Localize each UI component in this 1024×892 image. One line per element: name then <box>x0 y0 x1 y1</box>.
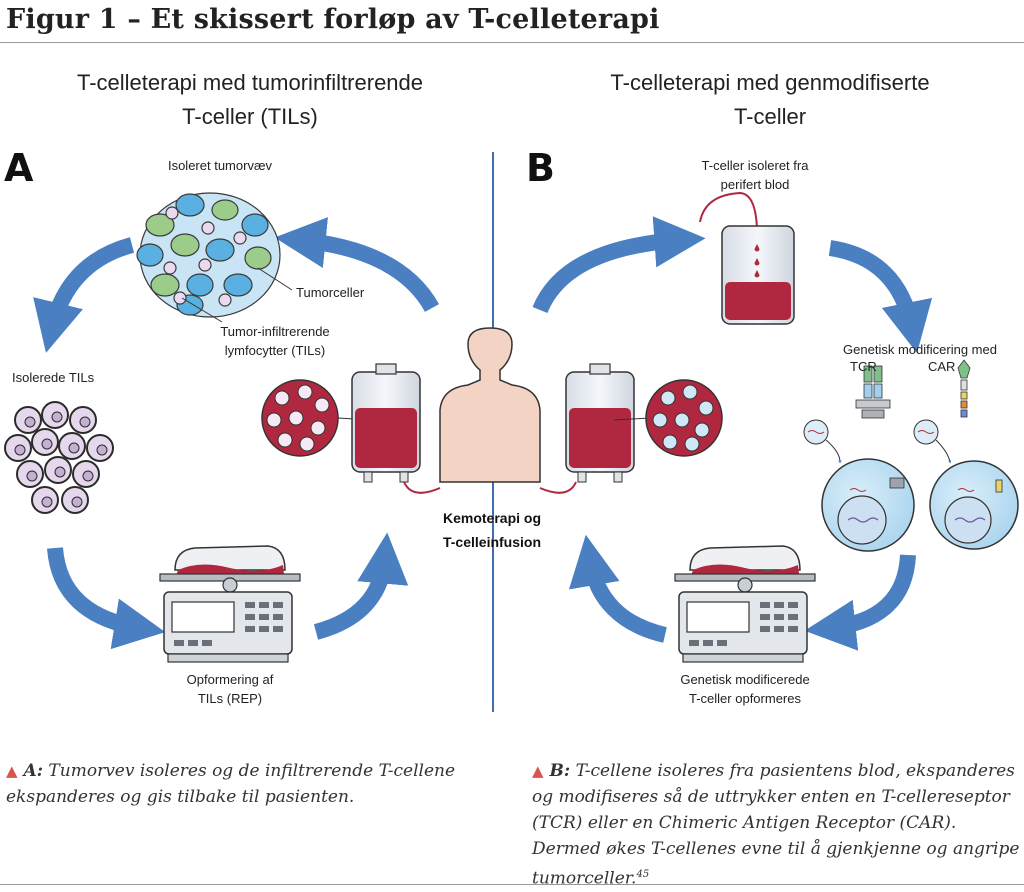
panel-a-letter: A <box>4 146 34 190</box>
label-blood: T-celler isoleret fra perifert blod <box>670 156 840 194</box>
label-blood-line2: perifert blod <box>720 177 790 192</box>
til-pointer <box>181 297 223 323</box>
arrow-rep-to-patient <box>313 532 409 640</box>
blood-collection-bag <box>699 191 795 325</box>
label-tils-line1: Tumor-infiltrerende <box>220 324 330 339</box>
patient-figure <box>439 327 541 483</box>
therapy-diagram <box>4 152 1019 712</box>
rep-device-b <box>674 545 816 663</box>
infusion-bag-b <box>539 363 651 494</box>
title-rule <box>0 42 1024 43</box>
arrow-gen-to-exp <box>804 554 916 651</box>
panel-b-heading-line1: T-celleterapi med genmodifiserte <box>610 70 930 95</box>
label-blood-line1: T-celler isoleret fra <box>701 158 809 173</box>
caption-a: ▲ A: Tumorvev isoleres og de infiltrerend… <box>6 758 486 810</box>
tumor-tissue <box>136 192 281 318</box>
figure-title: Figur 1 – Et skissert forløp av T-cellet… <box>6 4 660 35</box>
bottom-rule <box>0 884 1024 885</box>
tumorcell-pointer <box>257 267 293 291</box>
arrow-blood-to-gen <box>828 240 933 354</box>
viral-vector-car <box>913 419 952 464</box>
rep-device-a <box>159 545 301 663</box>
tumor-cells <box>136 193 272 316</box>
arrow-patient-to-tissue <box>274 217 440 313</box>
caption-b-label: B: <box>549 761 571 781</box>
label-rep: Opformering af TILs (REP) <box>160 670 300 708</box>
label-isolated-tils: Isolerede TILs <box>12 370 95 385</box>
panel-a-heading: T-celleterapi med tumorinfiltrerende T-c… <box>20 66 480 134</box>
arrow-tissue-to-isolated <box>33 237 135 353</box>
label-tumor-tissue: Isoleret tumorvæv <box>167 158 273 173</box>
tcr-receptor <box>855 365 891 419</box>
panel-a-heading-line2: T-celler (TILs) <box>182 104 318 129</box>
arrow-patient-to-blood <box>532 216 706 314</box>
label-tils: Tumor-infiltrerende lymfocytter (TILs) <box>200 322 350 360</box>
center-label-line2: T-celleinfusion <box>442 534 541 550</box>
panel-b-heading: T-celleterapi med genmodifiserte T-celle… <box>540 66 1000 134</box>
modified-tcell-car <box>929 460 1019 550</box>
caption-b-text: T-cellene isoleres fra pasientens blod, … <box>532 761 1020 889</box>
label-tils-line2: lymfocytter (TILs) <box>224 343 326 358</box>
label-tumor-cells: Tumorceller <box>296 285 365 300</box>
modified-blood-magnifier <box>645 379 723 457</box>
center-label: Kemoterapi og T-celleinfusion <box>410 506 574 554</box>
label-rep-line1: Opformering af <box>186 672 274 687</box>
panel-a-heading-line1: T-celleterapi med tumorinfiltrerende <box>76 70 424 95</box>
center-label-line1: Kemoterapi og <box>442 510 541 526</box>
caption-a-marker-icon: ▲ <box>6 762 18 780</box>
caption-a-label: A: <box>23 761 44 781</box>
arrow-isolated-to-rep <box>47 547 166 650</box>
flow-arrows <box>33 216 933 651</box>
til-cells <box>163 206 247 307</box>
label-genetic-mod: Genetisk modificering med <box>843 342 997 357</box>
panel-b-letter: B <box>526 146 555 190</box>
caption-b-reference: 45 <box>636 869 650 880</box>
label-car: CAR <box>928 359 956 374</box>
infusion-bag-a <box>351 363 441 494</box>
label-expanded-line2: T-celler opformeres <box>689 691 801 706</box>
til-nuclei <box>14 411 108 508</box>
caption-b: ▲ B: T-cellene isoleres fra pasientens bl… <box>532 758 1020 892</box>
label-tcr: TCR <box>850 359 877 374</box>
label-expanded: Genetisk modificerede T-celler opformere… <box>660 670 830 708</box>
label-expanded-line1: Genetisk modificerede <box>680 672 810 687</box>
caption-b-marker-icon: ▲ <box>532 762 544 780</box>
car-receptor <box>957 359 971 418</box>
modified-tcell-tcr <box>821 458 915 552</box>
label-rep-line2: TILs (REP) <box>197 691 263 706</box>
caption-a-text: Tumorvev isoleres og de infiltrerende T-… <box>6 761 456 807</box>
viral-vector-tcr <box>803 419 842 464</box>
panel-b-heading-line2: T-celler <box>733 104 807 129</box>
arrow-exp-to-patient <box>568 534 667 643</box>
